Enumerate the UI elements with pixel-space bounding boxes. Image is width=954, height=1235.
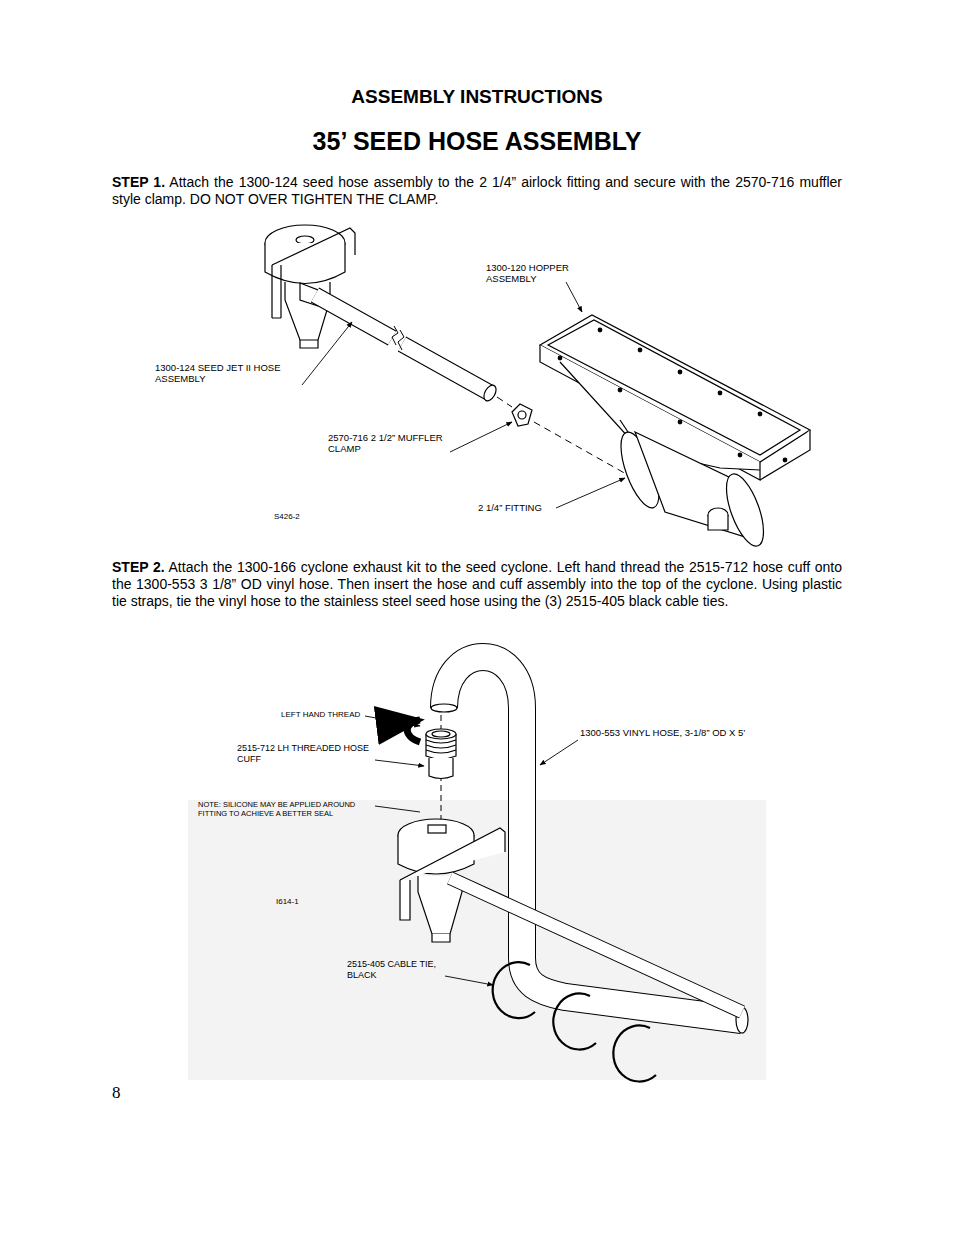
hopper-assembly xyxy=(638,348,642,352)
leader-line xyxy=(450,422,512,452)
thread-direction-arrow xyxy=(407,720,420,742)
cyclone-figure-1 xyxy=(265,225,355,348)
hopper-assembly xyxy=(738,453,742,457)
callout-label: LEFT HAND THREAD xyxy=(281,710,371,720)
vinyl-hose xyxy=(431,704,457,712)
cable-tie xyxy=(613,1026,656,1082)
hopper-assembly xyxy=(678,370,682,374)
cyclone-figure-1 xyxy=(272,265,281,318)
note-label: NOTE: SILICONE MAY BE APPLIED AROUND FIT… xyxy=(198,800,376,818)
scan-ground xyxy=(188,800,766,1080)
callout-label: 1300-120 HOPPER ASSEMBLY xyxy=(486,262,586,285)
leader-line xyxy=(540,740,578,765)
hopper-assembly xyxy=(598,328,602,332)
seed-hose-figure-1 xyxy=(392,326,398,345)
seed-hose-figure-1 xyxy=(315,295,392,338)
step-text: Attach the 1300-124 seed hose assembly t… xyxy=(112,174,842,207)
seed-hose-figure-1 xyxy=(481,383,498,403)
hopper-assembly xyxy=(718,391,722,395)
callout-label: 2 1/4” FITTING xyxy=(478,502,568,513)
figure-number: I614-1 xyxy=(276,897,326,907)
callout-label: 2570-716 2 1/2” MUFFLER CLAMP xyxy=(328,432,453,455)
cyclone-figure-1 xyxy=(300,340,318,348)
cyclone-figure-2 xyxy=(400,828,505,880)
leader-line xyxy=(375,806,420,812)
cyclone-figure-2 xyxy=(428,825,446,833)
hopper-assembly xyxy=(783,458,787,462)
step-text: Attach the 1300-166 cyclone exhaust kit … xyxy=(112,559,842,609)
step-paragraph: STEP 1. Attach the 1300-124 seed hose as… xyxy=(112,174,842,208)
leader-line xyxy=(365,716,420,726)
seed-hose-figure-1 xyxy=(398,330,404,350)
leader-line xyxy=(302,282,625,508)
callout-label: 1300-553 VINYL HOSE, 3-1/8” OD X 5’ xyxy=(580,727,760,738)
hose-cuff xyxy=(426,740,456,753)
cable-tie xyxy=(493,962,656,1081)
page-title: 35’ SEED HOSE ASSEMBLY xyxy=(0,126,954,156)
hopper-assembly xyxy=(618,388,622,392)
muffler-clamp xyxy=(512,404,532,426)
hopper-assembly xyxy=(760,430,810,480)
hopper-assembly xyxy=(719,470,771,551)
step-number: STEP 2. xyxy=(112,559,165,575)
seed-hose-figure-1 xyxy=(402,344,490,393)
leader-line xyxy=(302,322,352,385)
hose-cuff xyxy=(426,729,456,779)
seed-hose-figure-1 xyxy=(315,295,499,403)
cyclone-figure-1 xyxy=(296,236,314,244)
hopper-assembly xyxy=(758,412,762,416)
cable-tie xyxy=(553,994,596,1050)
callout-label: 2515-405 CABLE TIE, BLACK xyxy=(347,959,447,981)
step-paragraph: STEP 2. Attach the 1300-166 cyclone exha… xyxy=(112,559,842,610)
leader-line xyxy=(445,976,493,985)
leader-line xyxy=(556,478,625,508)
callout-label: 2515-712 LH THREADED HOSE CUFF xyxy=(237,743,377,765)
leader-line xyxy=(375,760,424,766)
callout-label: 1300-124 SEED JET II HOSE ASSEMBLY xyxy=(155,362,305,385)
hopper-assembly xyxy=(558,356,562,360)
hopper-assembly xyxy=(540,315,810,550)
muffler-clamp xyxy=(518,411,526,419)
cyclone-figure-2 xyxy=(432,934,450,942)
hopper-assembly xyxy=(678,420,682,424)
seed-hose-figure-1 xyxy=(315,295,392,338)
seed-hose-figure-1 xyxy=(402,344,490,393)
cyclone-figure-1 xyxy=(272,228,355,265)
hose-cuff xyxy=(429,758,453,779)
leader-line xyxy=(365,716,578,985)
hose-cuff xyxy=(426,729,456,739)
hopper-assembly xyxy=(708,515,728,530)
section-heading: ASSEMBLY INSTRUCTIONS xyxy=(250,86,704,109)
leader-line xyxy=(566,282,582,312)
muffler-clamp xyxy=(512,404,532,426)
page-number: 8 xyxy=(112,1083,142,1103)
step-number: STEP 1. xyxy=(112,174,165,190)
hose-cuff xyxy=(432,731,450,737)
figure-number: S426-2 xyxy=(274,512,324,522)
cable-tie xyxy=(493,962,535,1018)
cyclone-figure-2 xyxy=(400,880,410,920)
